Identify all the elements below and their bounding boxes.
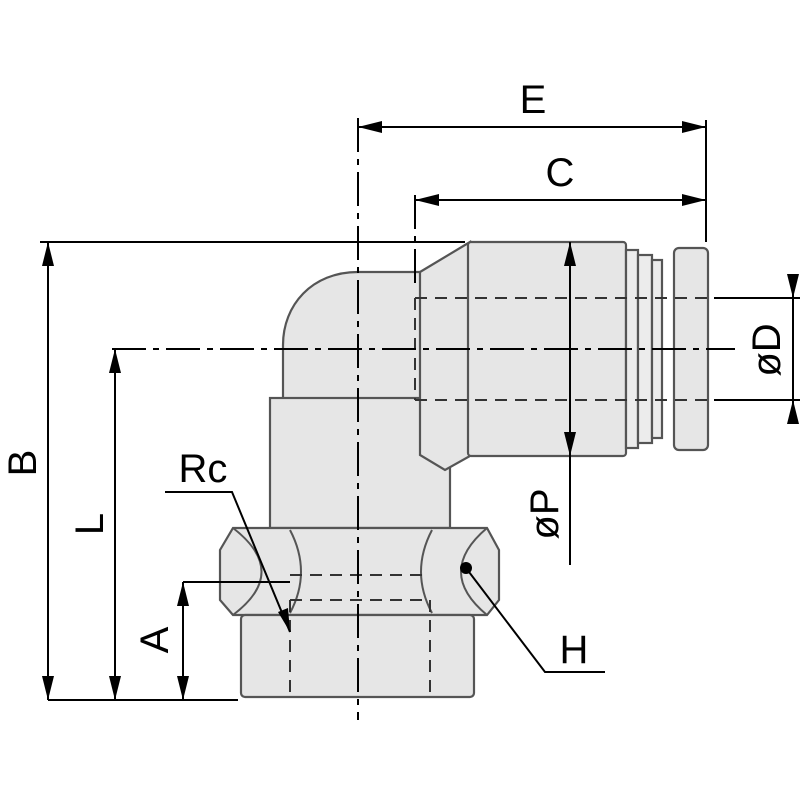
dimension-labels: E C B L A Rc H øP øD (1, 78, 789, 672)
label-b: B (1, 450, 45, 477)
elbow-fitting-body (218, 240, 710, 699)
label-c: C (546, 151, 575, 195)
dimension-lines (40, 120, 800, 701)
label-d: øD (745, 323, 789, 376)
label-e: E (520, 78, 547, 122)
horizontal-taper (418, 240, 472, 472)
center-lines (112, 118, 735, 720)
label-l: L (68, 513, 112, 535)
label-p: øP (523, 488, 567, 539)
label-h: H (560, 628, 589, 672)
label-rc: Rc (179, 447, 228, 491)
label-a: A (133, 626, 177, 653)
